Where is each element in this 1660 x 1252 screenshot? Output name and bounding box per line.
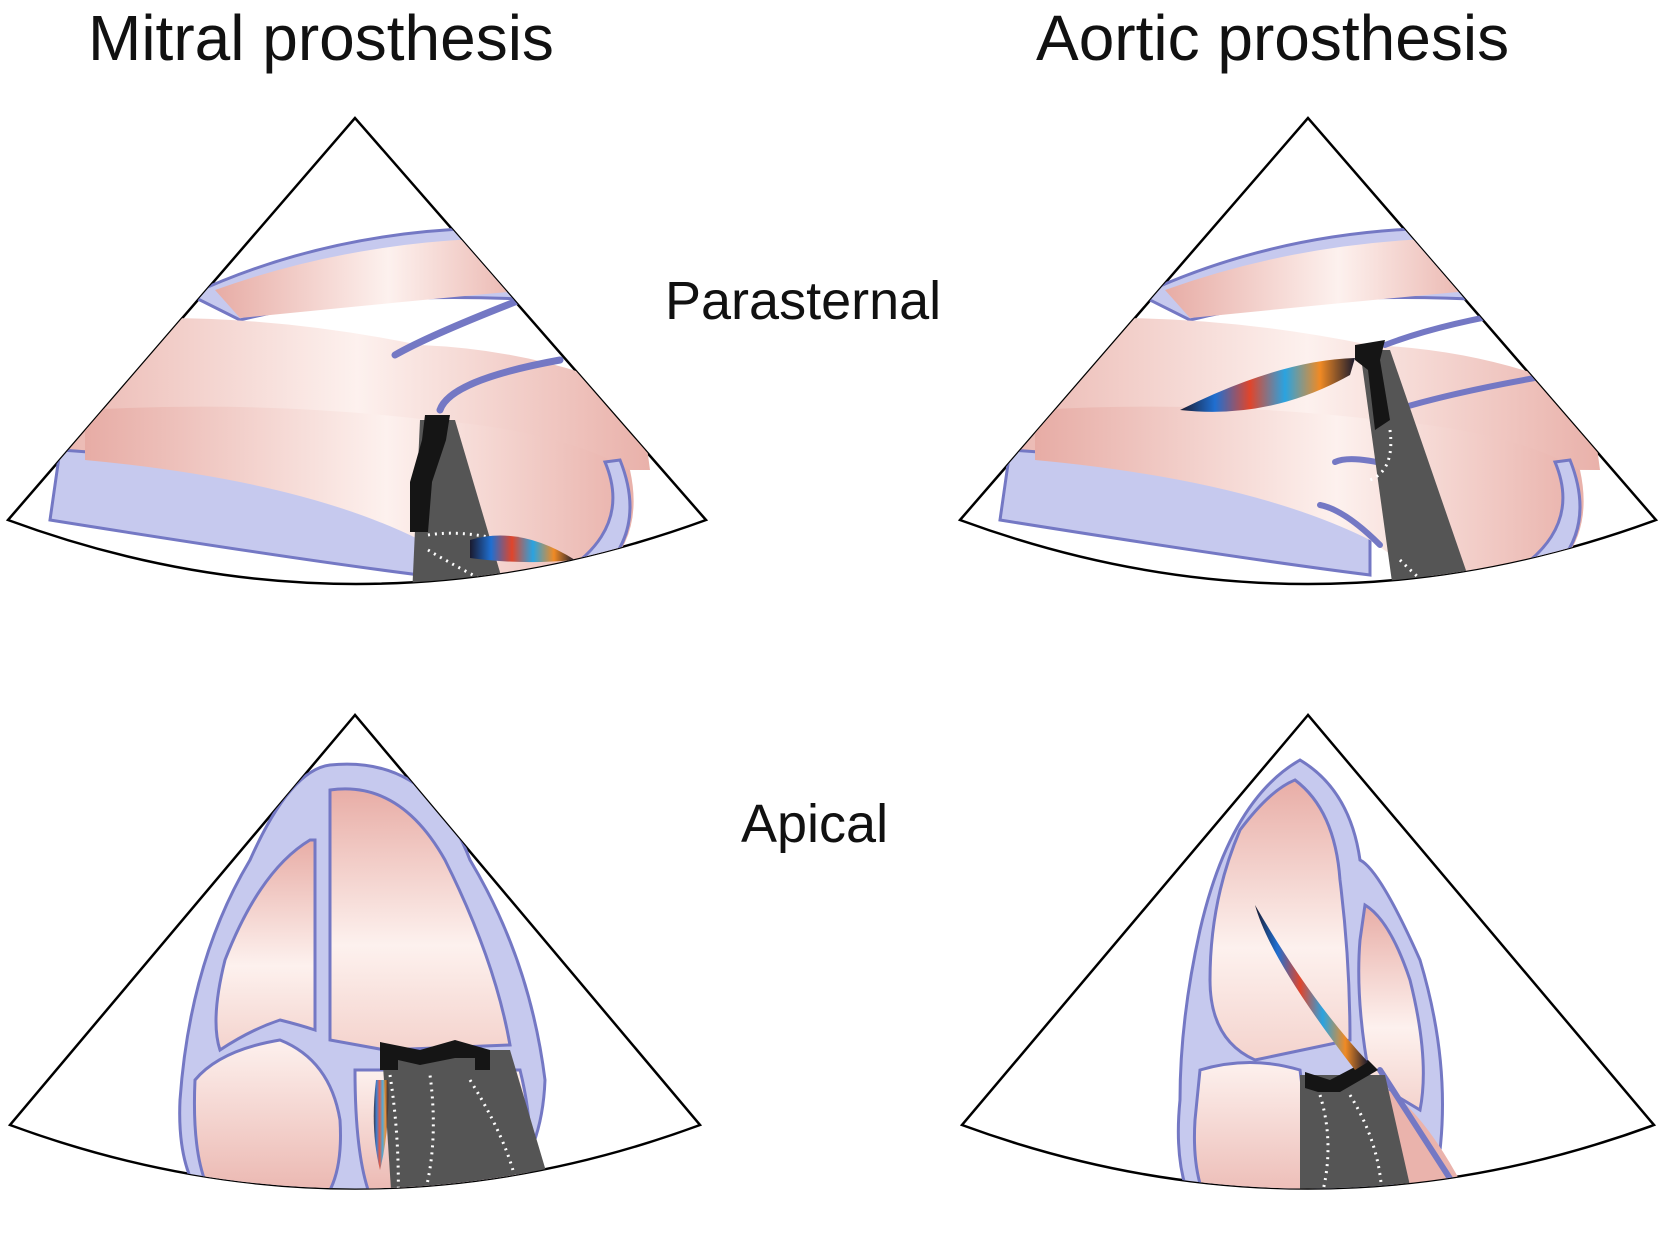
left-ventricle xyxy=(1208,778,1352,1062)
regurgitant-jet xyxy=(470,535,575,563)
right-ventricle xyxy=(215,238,530,318)
mitral-leaflet-lower xyxy=(1317,502,1383,548)
regurgitant-jet xyxy=(1180,358,1355,412)
panel-aortic-parasternal xyxy=(957,116,1659,586)
regurgitant-jet xyxy=(1255,905,1368,1070)
acoustic-shadow xyxy=(1360,350,1490,584)
mitral-prosthesis xyxy=(410,415,450,532)
aortic-wall-line xyxy=(1377,1067,1483,1189)
regurgitant-jet xyxy=(373,1080,389,1170)
sewing-ring-dotted xyxy=(1308,1094,1387,1189)
right-atrium xyxy=(192,1038,342,1189)
aortic-leaflet-lower xyxy=(436,356,564,414)
right-ventricle xyxy=(1165,238,1480,318)
acoustic-shadow xyxy=(1300,1075,1425,1189)
aortic-prosthesis xyxy=(1305,1060,1378,1092)
aortic-leaflet-upper xyxy=(391,296,524,359)
panel-mitral-parasternal xyxy=(5,116,709,586)
aortic-prosthesis xyxy=(1355,340,1390,430)
mitral-prosthesis xyxy=(380,1040,490,1070)
row-label-apical: Apical xyxy=(741,794,889,854)
row-label-parasternal: Parasternal xyxy=(665,271,942,331)
panel-aortic-apical xyxy=(959,713,1657,1190)
left-atrium xyxy=(1192,1061,1322,1189)
column-title-mitral: Mitral prosthesis xyxy=(88,2,554,74)
aortic-root xyxy=(1357,902,1425,1113)
right-ventricle xyxy=(214,838,317,1053)
panel-mitral-apical xyxy=(7,713,703,1190)
sewing-ring-dotted xyxy=(388,1074,522,1189)
left-ventricle xyxy=(328,787,512,1052)
column-title-aortic: Aortic prosthesis xyxy=(1036,2,1510,74)
acoustic-shadow xyxy=(410,420,520,584)
acoustic-shadow xyxy=(382,1050,570,1189)
